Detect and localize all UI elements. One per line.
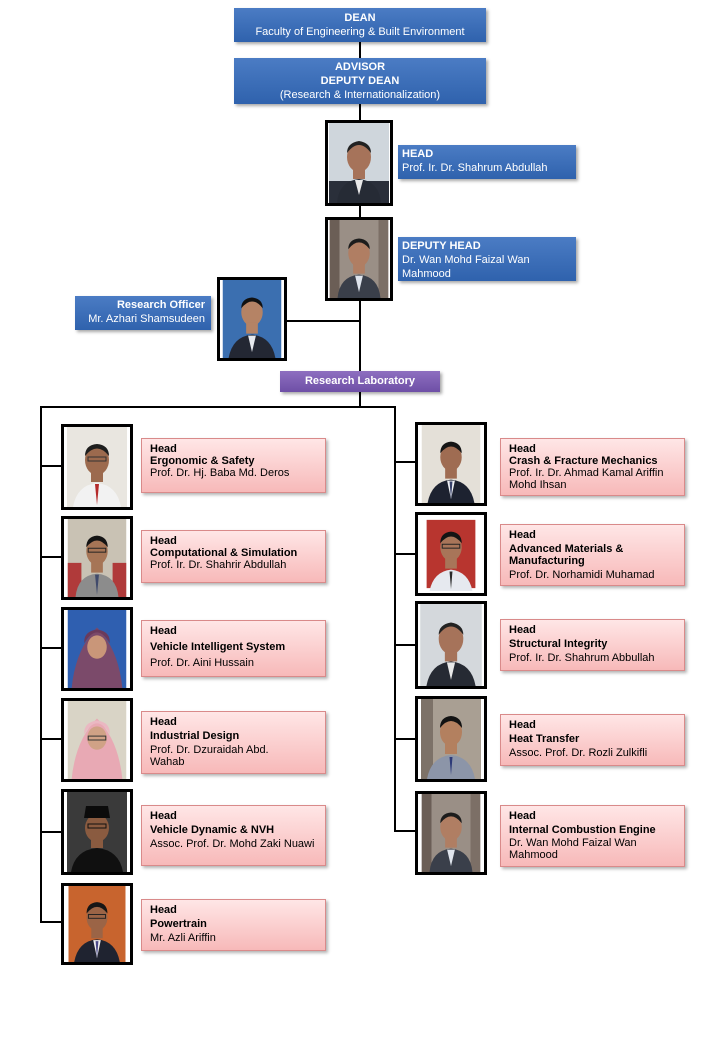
lab-name: Structural Integrity	[509, 638, 608, 650]
person-portrait-icon	[329, 123, 389, 203]
lab-head-label: Head	[509, 624, 536, 636]
person-portrait-icon	[421, 425, 481, 503]
lab-head-photo	[415, 601, 487, 689]
lab-head-photo	[415, 422, 487, 506]
lab-head-label: Head	[150, 625, 177, 637]
lab-head-label: Head	[509, 719, 536, 731]
lab-box-vehicle-intelligent: Head Vehicle Intelligent System Prof. Dr…	[141, 620, 326, 677]
research-officer-photo	[217, 277, 287, 361]
deputy-head-box: DEPUTY HEAD Dr. Wan Mohd Faizal Wan Mahm…	[398, 237, 576, 281]
lab-box-industrial-design: Head Industrial Design Prof. Dr. Dzuraid…	[141, 711, 326, 774]
research-officer-title: Research Officer	[116, 299, 205, 311]
head-title: HEAD	[402, 148, 434, 160]
person-portrait-icon	[421, 515, 481, 593]
lab-head-name: Dr. Wan Mohd Faizal Wan Mahmood	[509, 837, 637, 861]
lab-head-photo	[61, 516, 133, 600]
deputy-head-name: Dr. Wan Mohd Faizal Wan Mahmood	[402, 254, 530, 280]
lab-head-photo	[61, 698, 133, 782]
lab-box-ergonomic: Head Ergonomic & Safety Prof. Dr. Hj. Ba…	[141, 438, 326, 493]
lab-box-powertrain: Head Powertrain Mr. Azli Ariffin	[141, 899, 326, 951]
lab-head-photo	[61, 789, 133, 875]
lab-head-photo	[415, 696, 487, 782]
lab-head-name: Prof. Dr. Aini Hussain	[150, 657, 254, 669]
lab-box-internal-combustion: Head Internal Combustion Engine Dr. Wan …	[500, 805, 685, 867]
deputy-head-title: DEPUTY HEAD	[402, 240, 481, 252]
lab-head-name: Prof. Ir. Dr. Ahmad Kamal Ariffin Mohd I…	[509, 467, 664, 491]
head-photo	[325, 120, 393, 206]
lab-head-name: Mr. Azli Ariffin	[150, 932, 216, 944]
lab-name: Internal Combustion Engine	[509, 824, 656, 836]
lab-head-label: Head	[509, 443, 536, 455]
lab-head-name: Assoc. Prof. Dr. Rozli Zulkifli	[509, 747, 648, 759]
person-portrait-icon	[67, 792, 127, 872]
dean-box: DEAN Faculty of Engineering & Built Envi…	[234, 8, 486, 42]
lab-name: Computational & Simulation	[150, 547, 298, 559]
deputy-head-photo	[325, 217, 393, 301]
dean-title: DEAN	[344, 12, 376, 24]
advisor-portfolio: (Research & Internationalization)	[279, 89, 441, 101]
lab-head-label: Head	[150, 716, 177, 728]
lab-head-photo	[415, 512, 487, 596]
person-portrait-icon	[222, 280, 282, 358]
person-portrait-icon	[329, 220, 389, 298]
lab-head-name: Prof. Dr. Dzuraidah Abd. Wahab	[150, 744, 269, 768]
lab-name: Powertrain	[150, 918, 207, 930]
lab-head-photo	[61, 424, 133, 510]
lab-head-name: Prof. Dr. Hj. Baba Md. Deros	[150, 467, 290, 479]
lab-head-label: Head	[150, 535, 177, 547]
lab-head-name: Assoc. Prof. Dr. Mohd Zaki Nuawi	[150, 838, 315, 850]
lab-head-label: Head	[150, 904, 177, 916]
advisor-title: ADVISOR	[334, 61, 386, 73]
lab-head-label: Head	[509, 810, 536, 822]
lab-name: Vehicle Intelligent System	[150, 641, 286, 653]
lab-head-label: Head	[150, 443, 177, 455]
deputy-dean-title: DEPUTY DEAN	[320, 75, 400, 87]
lab-box-crash-fracture: Head Crash & Fracture Mechanics Prof. Ir…	[500, 438, 685, 496]
lab-head-label: Head	[150, 810, 177, 822]
lab-box-vehicle-dynamic: Head Vehicle Dynamic & NVH Assoc. Prof. …	[141, 805, 326, 866]
lab-head-label: Head	[509, 529, 536, 541]
lab-box-heat-transfer: Head Heat Transfer Assoc. Prof. Dr. Rozl…	[500, 714, 685, 766]
lab-head-photo	[61, 883, 133, 965]
lab-head-photo	[61, 607, 133, 691]
lab-box-advanced-materials: Head Advanced Materials & Manufacturing …	[500, 524, 685, 586]
person-portrait-icon	[67, 701, 127, 779]
person-portrait-icon	[420, 604, 482, 686]
advisor-box: ADVISOR DEPUTY DEAN (Research & Internat…	[234, 58, 486, 104]
dean-subtitle: Faculty of Engineering & Built Environme…	[255, 26, 465, 38]
person-portrait-icon	[67, 427, 127, 507]
lab-name: Ergonomic & Safety	[150, 455, 255, 467]
person-portrait-icon	[421, 794, 481, 872]
person-portrait-icon	[421, 699, 481, 779]
research-laboratory-label: Research Laboratory	[304, 375, 416, 387]
lab-name: Heat Transfer	[509, 733, 580, 745]
lab-name: Vehicle Dynamic & NVH	[150, 824, 275, 836]
research-laboratory-box: Research Laboratory	[280, 371, 440, 392]
lab-name: Crash & Fracture Mechanics	[509, 455, 658, 467]
lab-head-name: Prof. Dr. Norhamidi Muhamad	[509, 569, 655, 581]
lab-box-structural-integrity: Head Structural Integrity Prof. Ir. Dr. …	[500, 619, 685, 671]
person-portrait-icon	[67, 610, 127, 688]
lab-name: Advanced Materials & Manufacturing	[509, 543, 624, 567]
person-portrait-icon	[67, 519, 127, 597]
lab-head-name: Prof. Ir. Dr. Shahrir Abdullah	[150, 559, 287, 571]
person-portrait-icon	[68, 886, 126, 962]
lab-head-name: Prof. Ir. Dr. Shahrum Abbullah	[509, 652, 655, 664]
lab-head-photo	[415, 791, 487, 875]
head-name: Prof. Ir. Dr. Shahrum Abdullah	[402, 162, 548, 174]
lab-box-computational: Head Computational & Simulation Prof. Ir…	[141, 530, 326, 583]
head-box: HEAD Prof. Ir. Dr. Shahrum Abdullah	[398, 145, 576, 179]
lab-name: Industrial Design	[150, 730, 240, 742]
research-officer-name: Mr. Azhari Shamsudeen	[88, 313, 205, 325]
research-officer-box: Research Officer Mr. Azhari Shamsudeen	[75, 296, 211, 330]
